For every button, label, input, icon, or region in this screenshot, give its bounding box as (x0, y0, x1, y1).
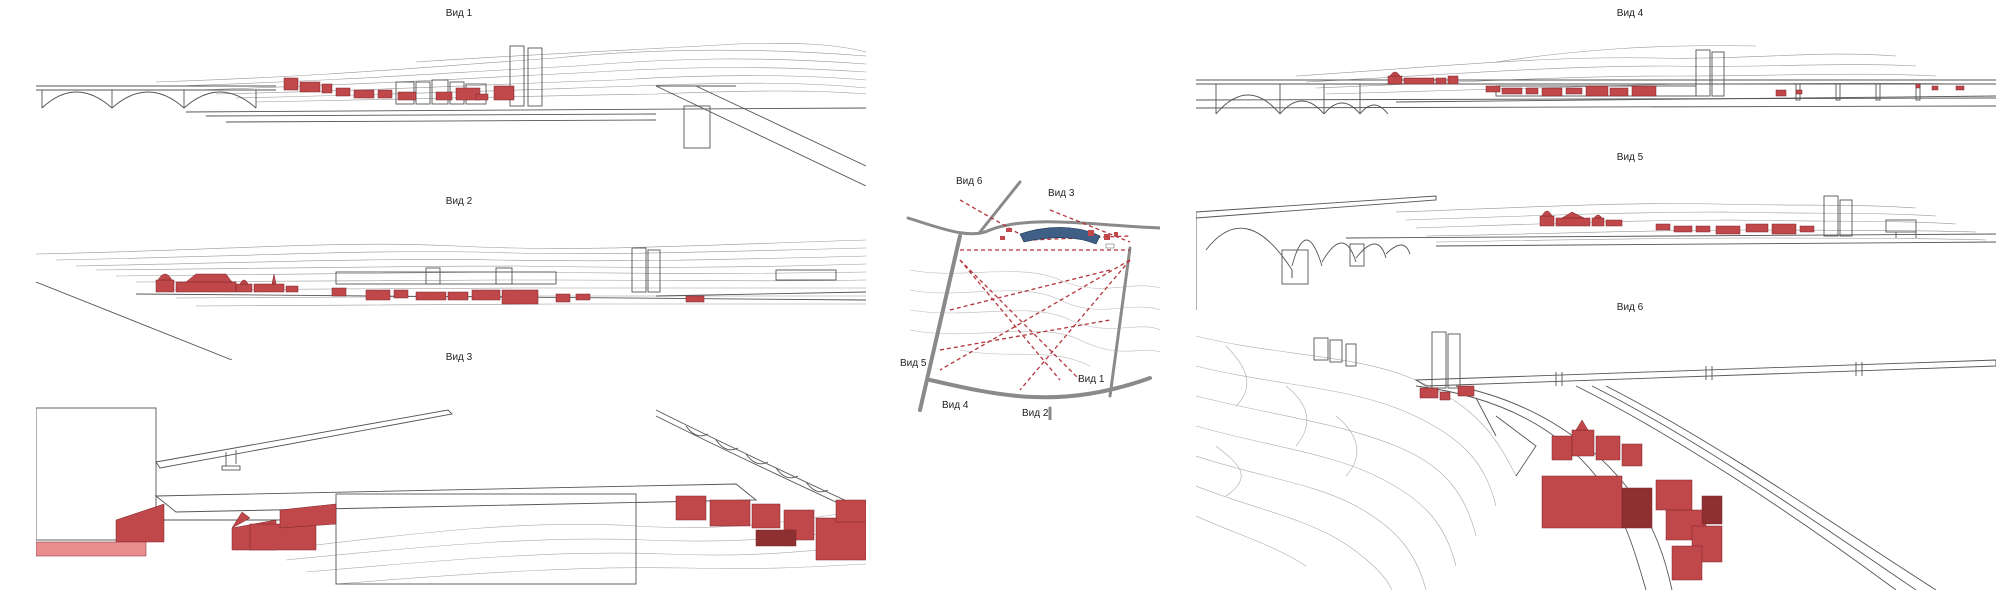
map-label-view-6: Вид 6 (956, 176, 983, 187)
view-3-title: Вид 3 (445, 352, 473, 363)
view-3-panel (36, 400, 866, 590)
view-4-drawing (1196, 45, 1996, 115)
view-1-panel (36, 36, 866, 186)
site-map-panel: Вид 6 Вид 3 Вид 5 Вид 1 Вид 4 Вид 2 (900, 170, 1160, 420)
view-4-title: Вид 4 (1616, 8, 1644, 19)
site-buildings (1000, 227, 1118, 249)
view-5-panel (1196, 190, 1996, 320)
site-map-drawing (906, 180, 1160, 420)
map-label-view-2: Вид 2 (1022, 408, 1049, 419)
view-2-drawing (36, 239, 866, 360)
map-label-view-1: Вид 1 (1078, 374, 1105, 385)
map-label-view-5: Вид 5 (900, 358, 927, 369)
view-2-panel (36, 210, 866, 360)
view-3-drawing (36, 407, 866, 585)
map-label-view-4: Вид 4 (942, 400, 969, 411)
view-6-title: Вид 6 (1616, 302, 1644, 313)
view-5-title: Вид 5 (1616, 152, 1644, 163)
view-2-title: Вид 2 (445, 196, 473, 207)
view-1-title: Вид 1 (445, 8, 473, 19)
view-5-drawing (1196, 195, 1996, 310)
map-label-view-3: Вид 3 (1048, 188, 1075, 199)
view-4-panel (1196, 36, 1996, 146)
view-6-drawing (1196, 331, 1996, 590)
view-6-panel (1196, 326, 1996, 590)
view-1-drawing (36, 42, 866, 186)
